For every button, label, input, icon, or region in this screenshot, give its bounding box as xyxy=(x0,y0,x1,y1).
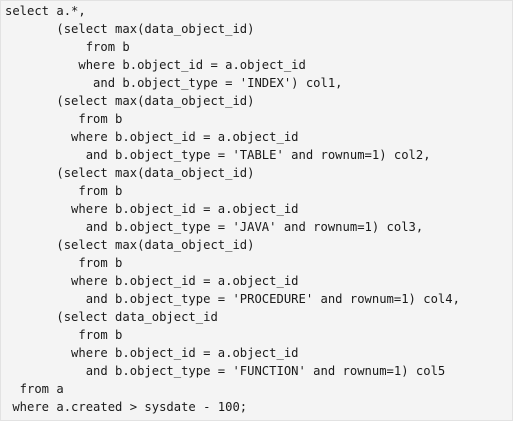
code-line-8: where b.object_id = a.object_id xyxy=(5,130,299,144)
code-line-18: (select data_object_id xyxy=(5,310,218,324)
code-line-19: from b xyxy=(5,328,123,342)
code-line-17: and b.object_type = 'PROCEDURE' and rown… xyxy=(5,292,460,306)
code-line-15: from b xyxy=(5,256,123,270)
code-line-14: (select max(data_object_id) xyxy=(5,238,255,252)
code-line-6: (select max(data_object_id) xyxy=(5,94,255,108)
code-line-1: select a.*, xyxy=(5,4,86,18)
code-line-7: from b xyxy=(5,112,123,126)
code-line-5: and b.object_type = 'INDEX') col1, xyxy=(5,76,343,90)
code-line-13: and b.object_type = 'JAVA' and rownum=1)… xyxy=(5,220,424,234)
code-line-23: where a.created > sysdate - 100; xyxy=(5,400,248,414)
code-line-10: (select max(data_object_id) xyxy=(5,166,255,180)
code-line-3: from b xyxy=(5,40,130,54)
code-line-2: (select max(data_object_id) xyxy=(5,22,255,36)
code-line-9: and b.object_type = 'TABLE' and rownum=1… xyxy=(5,148,431,162)
code-line-22: from a xyxy=(5,382,64,396)
code-line-12: where b.object_id = a.object_id xyxy=(5,202,299,216)
code-line-16: where b.object_id = a.object_id xyxy=(5,274,299,288)
code-line-11: from b xyxy=(5,184,123,198)
code-line-20: where b.object_id = a.object_id xyxy=(5,346,299,360)
code-line-4: where b.object_id = a.object_id xyxy=(5,58,306,72)
code-line-21: and b.object_type = 'FUNCTION' and rownu… xyxy=(5,364,446,378)
